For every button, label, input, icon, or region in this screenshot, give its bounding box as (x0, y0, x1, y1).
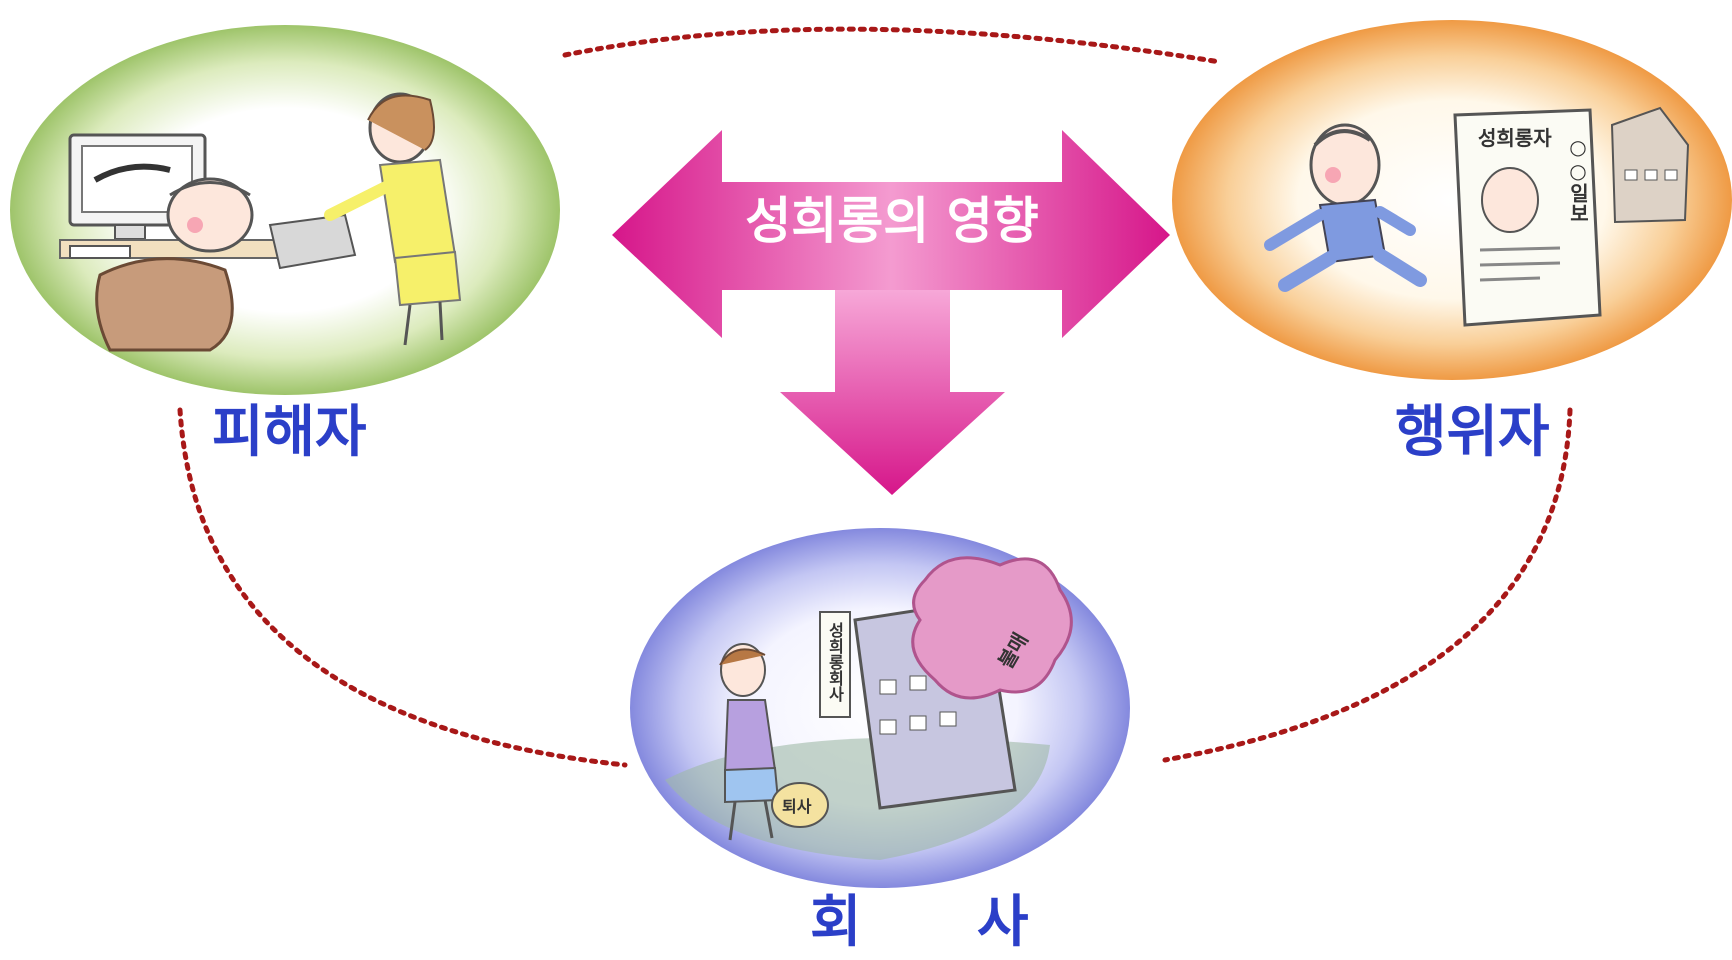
company-illustration: 성희롱회사 불매 퇴사 (630, 528, 1130, 888)
arrow-horizontal (612, 130, 1170, 338)
offender-illustration: 성희롱자 ○○일보 (1172, 20, 1732, 380)
bag-text: 퇴사 (782, 797, 812, 816)
label-victim: 피해자 (212, 400, 367, 465)
influence-arrow (612, 130, 1170, 495)
boycott-blob (911, 556, 1073, 700)
company-sign (819, 611, 851, 718)
victim-illustration (10, 25, 560, 395)
dotted-connector-top (562, 26, 1223, 65)
chair-shape (95, 257, 234, 352)
newspaper-icon: 성희롱자 ○○일보 (1453, 108, 1602, 327)
newspaper-title: ○○일보 (1566, 135, 1590, 223)
man-head-icon (166, 177, 254, 253)
newspaper-headline: 성희롱자 (1478, 126, 1552, 150)
label-offender: 행위자 (1395, 400, 1550, 465)
bag-icon (771, 782, 829, 828)
dotted-connector-left (177, 407, 628, 768)
dotted-connector-right (1162, 407, 1573, 763)
label-company: 회 사 (810, 890, 1077, 955)
document-icon (268, 213, 357, 270)
arrow-title: 성희롱의 영향 (745, 192, 1039, 250)
arrow-down (780, 290, 1005, 495)
building-icon (1610, 106, 1690, 224)
company-sign-text: 성희롱회사 (826, 622, 845, 703)
